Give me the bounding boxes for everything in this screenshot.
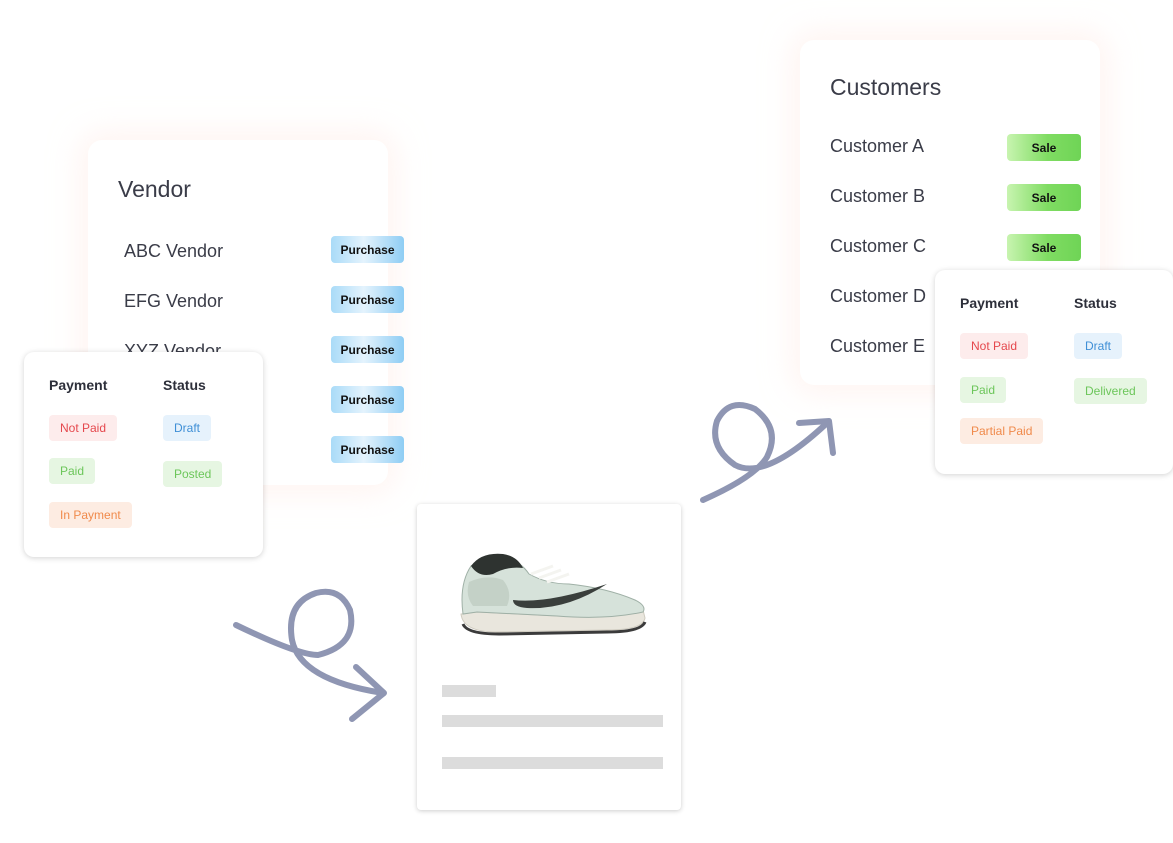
payment-badge-in-payment: In Payment bbox=[49, 502, 132, 528]
purchase-button[interactable]: Purchase bbox=[331, 286, 404, 313]
payment-badge-not-paid: Not Paid bbox=[960, 333, 1029, 359]
customer-name: Customer C bbox=[830, 236, 927, 256]
status-badge-posted: Posted bbox=[163, 461, 223, 487]
customer-row: Customer A Sale bbox=[830, 134, 1090, 163]
status-badge-delivered: Delivered bbox=[1074, 378, 1147, 404]
purchase-button[interactable]: Purchase bbox=[331, 336, 404, 363]
skeleton-line bbox=[442, 715, 663, 727]
customers-title: Customers bbox=[830, 74, 942, 100]
vendor-row: Purchase bbox=[124, 386, 404, 416]
vendor-status-panel: Payment Status Not Paid Paid In Payment … bbox=[24, 352, 263, 557]
vendor-name: ABC Vendor bbox=[124, 241, 224, 261]
sale-button[interactable]: Sale bbox=[1007, 134, 1081, 161]
customer-name: Customer A bbox=[830, 136, 925, 156]
vendor-title: Vendor bbox=[118, 176, 191, 202]
customer-row: Customer D bbox=[830, 285, 1090, 313]
vendor-row: EFG Vendor Purchase bbox=[124, 286, 404, 316]
skeleton-title bbox=[442, 685, 496, 697]
customer-name: Customer E bbox=[830, 336, 926, 356]
customer-name: Customer D bbox=[830, 286, 927, 306]
status-badge-draft: Draft bbox=[163, 415, 212, 441]
customer-row: Customer C Sale bbox=[830, 234, 1090, 263]
sale-button[interactable]: Sale bbox=[1007, 184, 1081, 211]
customer-name: Customer B bbox=[830, 186, 926, 206]
vendor-row: ABC Vendor Purchase bbox=[124, 236, 404, 266]
purchase-button[interactable]: Purchase bbox=[331, 436, 404, 463]
purchase-button[interactable]: Purchase bbox=[331, 236, 404, 263]
customer-row: Customer B Sale bbox=[830, 184, 1090, 213]
status-heading: Status bbox=[1074, 295, 1117, 311]
payment-badge-paid: Paid bbox=[49, 458, 96, 484]
payment-badge-partial-paid: Partial Paid bbox=[960, 418, 1044, 444]
payment-heading: Payment bbox=[49, 377, 108, 393]
status-badge-draft: Draft bbox=[1074, 333, 1123, 359]
payment-badge-paid: Paid bbox=[960, 377, 1007, 403]
status-heading: Status bbox=[163, 377, 206, 393]
loop-arrow-icon bbox=[233, 588, 387, 722]
loop-arrow-icon bbox=[700, 402, 836, 503]
customer-row: Customer E bbox=[830, 335, 1090, 363]
sale-button[interactable]: Sale bbox=[1007, 234, 1081, 261]
purchase-button[interactable]: Purchase bbox=[331, 386, 404, 413]
skeleton-line bbox=[442, 757, 663, 769]
product-card[interactable] bbox=[417, 504, 681, 810]
vendor-row: Purchase bbox=[124, 436, 404, 466]
payment-heading: Payment bbox=[960, 295, 1019, 311]
vendor-name: EFG Vendor bbox=[124, 291, 224, 311]
customer-status-panel: Payment Status Not Paid Paid Partial Pai… bbox=[935, 270, 1173, 474]
sneaker-image bbox=[460, 553, 647, 636]
payment-badge-not-paid: Not Paid bbox=[49, 415, 118, 441]
